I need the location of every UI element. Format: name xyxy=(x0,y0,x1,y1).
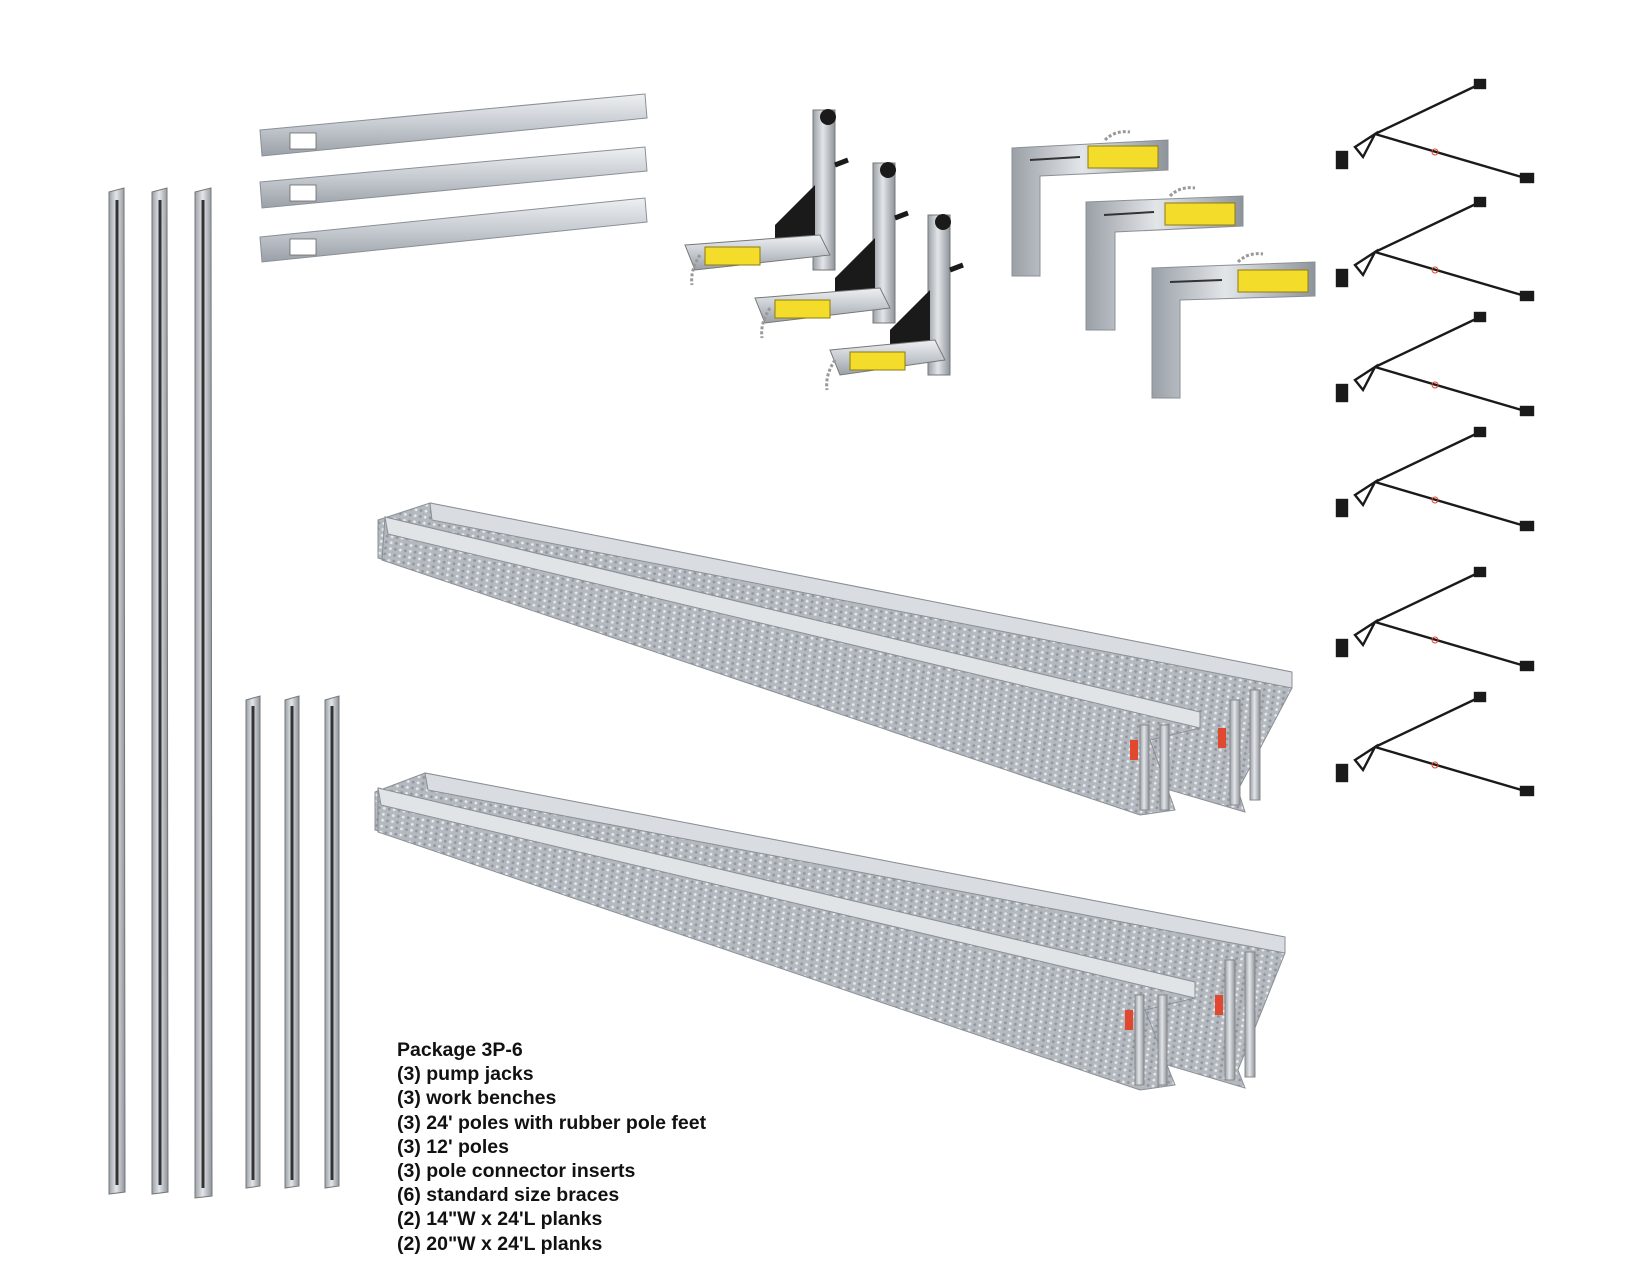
pump-jack-icon xyxy=(825,214,964,391)
plank-icon xyxy=(381,516,1201,816)
package-item: (3) pole connector inserts xyxy=(397,1160,636,1183)
pole-icon xyxy=(284,695,300,1189)
work-bench-icon xyxy=(1151,252,1316,399)
package-item: (3) 24' poles with rubber pole feet xyxy=(397,1111,707,1134)
package-item: (2) 14"W x 24'L planks xyxy=(397,1208,603,1231)
package-item: (6) standard size braces xyxy=(397,1184,620,1207)
brace-icon xyxy=(1335,566,1535,672)
planks-upper xyxy=(377,502,1293,816)
pole-icon xyxy=(245,695,261,1189)
pole-icon xyxy=(108,187,126,1195)
short-poles xyxy=(245,695,340,1189)
package-item: (3) work benches xyxy=(397,1087,557,1110)
pole-icon xyxy=(194,187,213,1199)
package-item: (3) 12' poles xyxy=(397,1135,509,1158)
brace-icon xyxy=(1335,691,1535,797)
connector-insert-icon xyxy=(259,197,648,263)
connector-insert-icon xyxy=(259,146,648,209)
work-benches xyxy=(1011,130,1316,399)
pole-icon xyxy=(151,187,169,1195)
package-contents-caption: Package 3P-6 (3) pump jacks (3) work ben… xyxy=(397,1038,706,1256)
brace-icon xyxy=(1335,426,1535,532)
pole-icon xyxy=(324,695,340,1189)
brace-icon xyxy=(1335,311,1535,417)
work-bench-icon xyxy=(1085,186,1244,331)
work-bench-icon xyxy=(1011,130,1169,277)
package-item: (2) 20"W x 24'L planks xyxy=(397,1232,603,1255)
braces xyxy=(1335,78,1535,797)
pump-jack-icon xyxy=(754,162,909,339)
brace-icon xyxy=(1335,196,1535,302)
package-title: Package 3P-6 xyxy=(397,1039,523,1061)
pump-jack-icon xyxy=(684,109,849,286)
pump-jacks xyxy=(684,109,964,391)
plank-icon xyxy=(377,787,1196,1091)
package-item: (3) pump jacks xyxy=(397,1063,534,1086)
planks-lower xyxy=(374,772,1286,1091)
connector-insert-icon xyxy=(259,93,648,157)
brace-icon xyxy=(1335,78,1535,184)
long-poles xyxy=(108,187,213,1199)
connector-inserts xyxy=(259,93,648,263)
